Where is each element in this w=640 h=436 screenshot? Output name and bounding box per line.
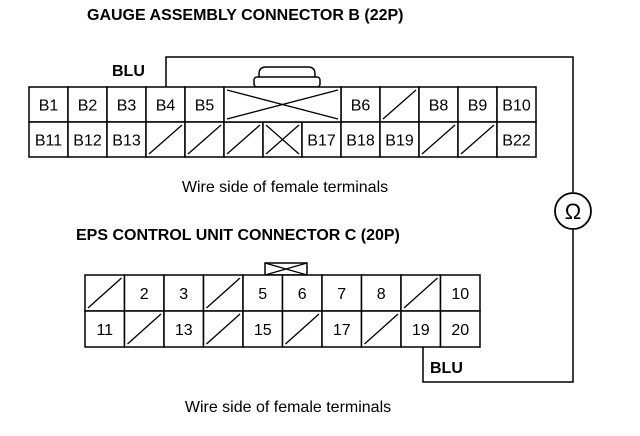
connector-c-terminal-number: 7 [337, 286, 346, 303]
connector-b-cell [28, 121, 69, 158]
connector-b-cell [496, 121, 537, 158]
connector-c-empty-slash [206, 313, 241, 345]
connector-b-empty-slash [421, 124, 456, 155]
connector-b-empty-slash [148, 124, 183, 155]
connector-c-terminal-number: 5 [258, 286, 267, 303]
connector-c-cell [439, 310, 481, 348]
connector-c-cell [163, 310, 205, 348]
connector-c-terminal-number: 10 [451, 286, 469, 303]
connector-c-empty-slash [364, 313, 399, 345]
connector-b-terminal-number: B3 [117, 98, 137, 115]
connector-b-terminal-number: B5 [195, 98, 215, 115]
connector-b-terminal-number: B1 [39, 98, 59, 115]
connector-b-terminal-number: B6 [351, 98, 371, 115]
connector-b-terminal-number: B12 [73, 133, 102, 150]
connector-b-blocked-cross [265, 124, 300, 155]
connector-b-cell [184, 86, 225, 123]
connector-b-empty-slash [382, 89, 417, 120]
connector-b-terminal-number: B10 [502, 98, 531, 115]
connector-b-terminal-number: B9 [468, 98, 488, 115]
connector-b-cell [340, 121, 381, 158]
connector-c-wire-color: BLU [430, 360, 463, 377]
connector-b-cell [106, 86, 147, 123]
connector-b-terminal-number: B11 [35, 133, 62, 150]
connector-c-title: EPS CONTROL UNIT CONNECTOR C (20P) [76, 227, 400, 244]
connector-c-empty-slash [206, 277, 241, 309]
connector-c-empty-slash [87, 277, 122, 309]
connector-b-cell [496, 86, 537, 123]
connector-c-terminal-number: 2 [140, 286, 149, 303]
connector-b-housing-cross [226, 89, 339, 120]
connector-b-terminal-number: B2 [78, 98, 98, 115]
connector-b-empty-slash [226, 124, 261, 155]
connector-b-terminal-number: B17 [307, 133, 336, 150]
connector-b-title: GAUGE ASSEMBLY CONNECTOR B (22P) [87, 7, 404, 24]
connector-c-terminal-number: 20 [451, 322, 469, 339]
connector-c-empty-slash [403, 277, 438, 309]
connector-b-terminal-number: B13 [112, 133, 141, 150]
connector-b-cell [379, 121, 420, 158]
connector-c-cell [123, 274, 165, 312]
connector-c-cell [400, 310, 442, 348]
connector-c-terminal-number: 17 [333, 322, 351, 339]
connector-b-empty-slash [187, 124, 222, 155]
connector-b-terminal-number: B19 [385, 133, 414, 150]
connector-b-empty-slash [460, 124, 495, 155]
connector-c-caption: Wire side of female terminals [185, 399, 391, 416]
connector-c-terminal-number: 8 [377, 286, 386, 303]
connector-b-wire-color: BLU [112, 63, 145, 80]
test-wire-upper [165, 56, 574, 192]
connector-b-cell [418, 86, 459, 123]
ohm-symbol: Ω [565, 199, 581, 224]
connector-c-terminal-number: 13 [175, 322, 193, 339]
connector-c-terminal-number: 11 [96, 322, 113, 339]
connector-b-terminal-number: B18 [346, 133, 375, 150]
connector-b-cell [67, 121, 108, 158]
connector-b-terminal-number: B8 [429, 98, 449, 115]
connector-b-terminal-number: B4 [156, 98, 176, 115]
connector-c-terminal-number: 15 [254, 322, 272, 339]
connector-b-cell [67, 86, 108, 123]
connector-c-terminal-number: 6 [298, 286, 307, 303]
connector-b-caption: Wire side of female terminals [182, 179, 388, 196]
connector-c-empty-slash [285, 313, 320, 345]
connector-c-terminal-number: 3 [179, 286, 188, 303]
connector-c-terminal-number: 19 [412, 322, 430, 339]
connector-c: 2 3 5 6 7 8 10 11 13 15 17 19 20 [84, 262, 481, 348]
connector-b-latch-tab [253, 76, 321, 88]
connector-b-terminal-number: B22 [502, 133, 531, 150]
connector-c-empty-slash [127, 313, 162, 345]
ohmmeter-icon: Ω [554, 192, 592, 230]
test-wire-lower [422, 230, 574, 383]
connector-c-latch-mark [264, 262, 308, 276]
